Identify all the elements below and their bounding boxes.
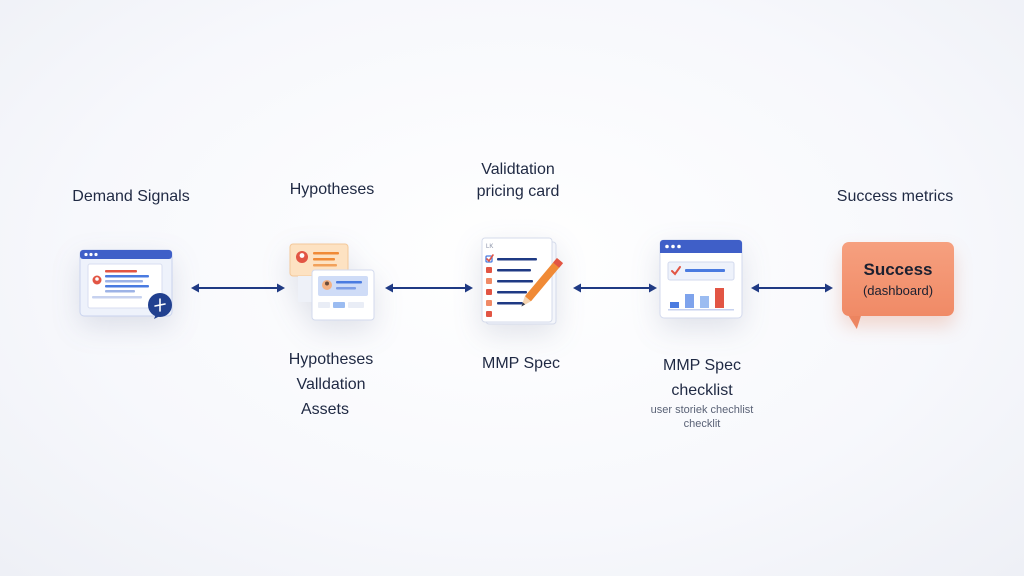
label-success-metrics: Success metrics <box>836 188 954 205</box>
label-hypotheses-top: Hypotheses <box>289 181 375 198</box>
label-hypotheses-bottom-line3: Assets <box>300 401 349 418</box>
label-validation-pricing-card: Validtation pricing card <box>458 159 578 203</box>
label-user-stories-checklist: user storiek chechlist checklit <box>632 403 772 431</box>
spec-document-pencil-icon: LK <box>481 237 564 325</box>
hypotheses-cards-icon <box>289 243 375 321</box>
label-user-stories-line1: user storiek chechlist <box>650 404 754 416</box>
demand-signals-window-icon <box>79 249 173 319</box>
arrow-bidirectional-3 <box>573 283 657 293</box>
label-hypotheses-validation-assets: Hypotheses Valldation Assets <box>266 347 396 422</box>
success-title: Success <box>863 260 933 279</box>
success-dashboard-card: Success (dashboard) <box>842 242 954 316</box>
label-mmp-spec-checklist: MMP Spec checklist <box>642 353 762 403</box>
label-mmp-spec: MMP Spec <box>482 355 560 372</box>
label-mmp-checklist-line1: MMP Spec <box>663 357 741 374</box>
label-hypotheses-bottom-line1: Hypotheses <box>288 351 374 368</box>
label-hypotheses-bottom-line2: Valldation <box>296 376 366 393</box>
arrow-bidirectional-1 <box>191 283 285 293</box>
label-user-stories-line2: checklit <box>683 418 721 430</box>
spec-doc-corner-text: LK <box>486 244 493 250</box>
label-validation-line1: Validtation <box>481 161 555 178</box>
label-mmp-checklist-line2: checklist <box>671 382 733 399</box>
arrow-bidirectional-4 <box>751 283 833 293</box>
label-demand-signals: Demand Signals <box>72 188 190 205</box>
checklist-dashboard-window-icon <box>659 239 743 319</box>
success-subtitle: (dashboard) <box>862 283 934 298</box>
arrow-bidirectional-2 <box>385 283 473 293</box>
label-validation-line2: pricing card <box>476 183 560 200</box>
